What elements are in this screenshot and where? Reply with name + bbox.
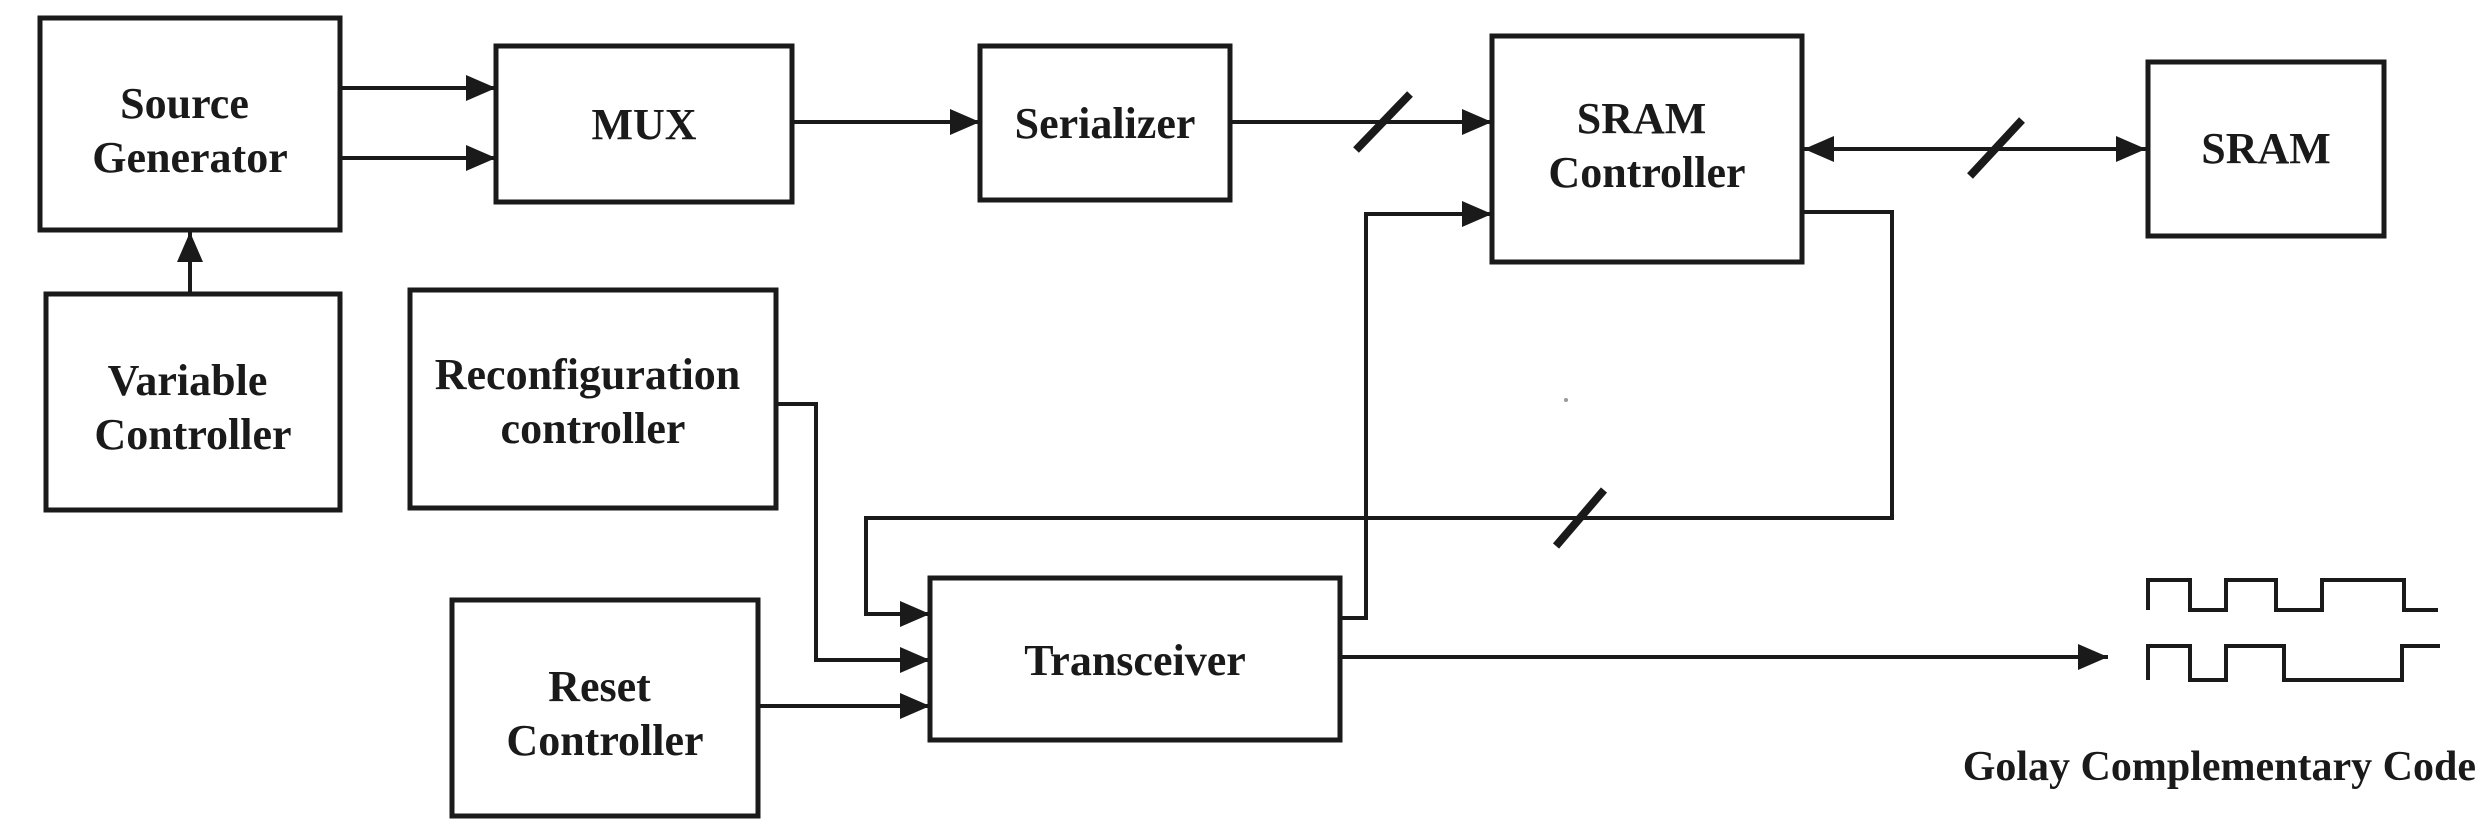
connections (177, 75, 2146, 719)
svg-text:SRAM: SRAM (2201, 124, 2331, 173)
reset-controller-label-line-2: Controller (506, 716, 703, 765)
reconfiguration-controller-label-line-1: Reconfiguration (435, 350, 741, 399)
golay-caption: Golay Complementary Code (1963, 744, 2476, 790)
reconfiguration-controller-label-line-2: controller (501, 404, 686, 453)
serializer-label: Serializer (1015, 99, 1196, 148)
sram-controller-feedback-wire (864, 210, 1894, 627)
golay-waveform-b (2146, 644, 2440, 682)
transceiver-to-sram-controller-wire (1340, 201, 1492, 620)
golay-waveform-a (2146, 578, 2438, 612)
variable-controller-block: Variable Controller (43, 291, 343, 513)
feedback-bus-mark (1552, 487, 1608, 549)
sram-controller-block: SRAM Controller (1489, 33, 1805, 265)
variable-controller-label-line-2: Controller (94, 410, 291, 459)
svg-text:Reconfiguration controll: Reconfiguration controller (435, 350, 752, 453)
svg-text:Variable Controller: Variable Controller (94, 356, 291, 459)
sram-block: SRAM (2145, 59, 2387, 239)
transceiver-block: Transceiver (927, 575, 1343, 743)
svg-text:MUX: MUX (591, 100, 696, 149)
mux-block: MUX (493, 43, 795, 205)
serializer-block: Serializer (977, 43, 1233, 203)
reconfiguration-to-transceiver-wire (776, 402, 930, 673)
golay-waveforms (2146, 578, 2440, 682)
transceiver-label: Transceiver (1024, 636, 1246, 685)
source-generator-label-line-1: Source (120, 79, 249, 128)
source-generator-block: Source Generator (37, 15, 343, 233)
svg-text:Transceiver: Transceiver (1024, 636, 1246, 685)
source-generator-label-line-2: Generator (92, 133, 287, 182)
reconfiguration-controller-block: Reconfiguration controller (407, 287, 779, 511)
sram-controller-label-line-1: SRAM (1577, 94, 1707, 143)
reset-controller-block: Reset Controller (449, 597, 761, 819)
svg-text:Serializer: Serializer (1015, 99, 1196, 148)
svg-text:Reset Controller: Reset Controller (506, 662, 703, 765)
variable-controller-label-line-1: Variable (108, 356, 268, 405)
sram-label: SRAM (2201, 124, 2331, 173)
serializer-bus-mark (1353, 91, 1413, 153)
reset-controller-label-line-1: Reset (548, 662, 651, 711)
mux-label: MUX (591, 100, 696, 149)
svg-text:Source Generator: Source Generator (92, 79, 287, 182)
scan-speck (1564, 398, 1568, 402)
sram-controller-label-line-2: Controller (1548, 148, 1745, 197)
sram-bus-mark (1967, 117, 2025, 179)
svg-text:SRAM Controller: SRAM Controller (1548, 94, 1745, 197)
